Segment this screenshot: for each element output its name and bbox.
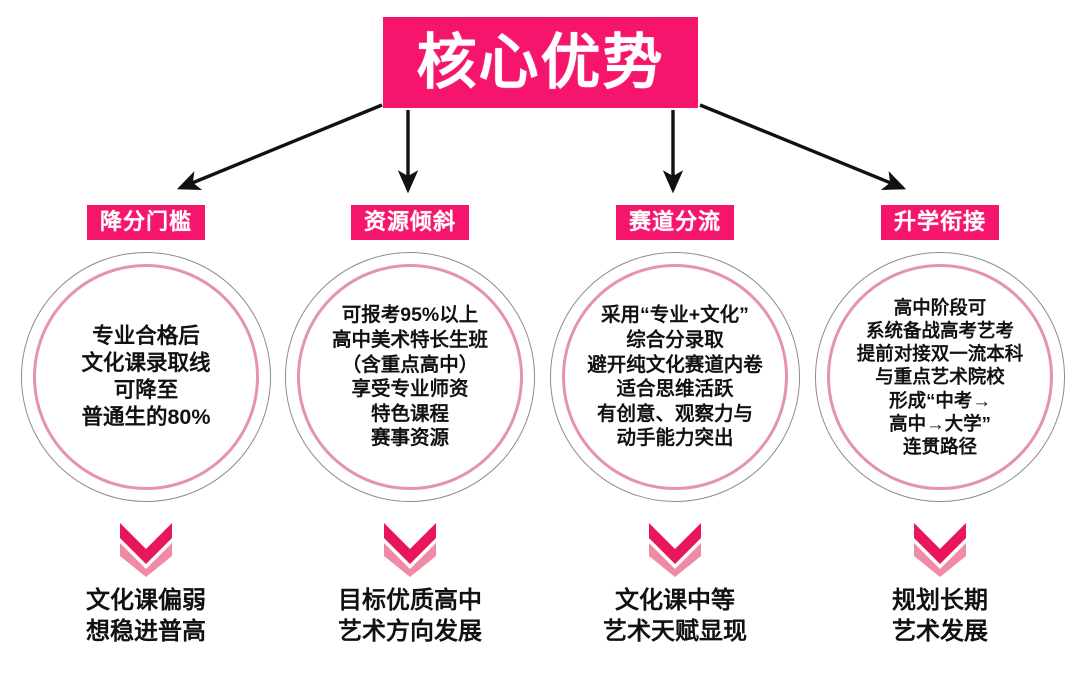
outcome-line: 艺术天赋显现 <box>603 618 747 646</box>
outcome-line: 文化课中等 <box>615 587 735 615</box>
circle-inner-ring-2 <box>297 264 523 491</box>
circle-line: 形成“中考→ <box>889 389 991 411</box>
circle-inner-ring-3 <box>562 264 788 491</box>
circle-text-4: 高中阶段可 系统备战高考艺考 提前对接双一流本科 与重点艺术院校 形成“中考→ … <box>821 252 1059 502</box>
circle-line: 综合分录取 <box>626 328 724 351</box>
circle-inner-ring-1 <box>33 264 259 491</box>
circle-line: 动手能力突出 <box>616 427 734 450</box>
double-chevron-down-icon <box>120 523 172 578</box>
branch-outcome-1: 文化课偏弱 想稳进普高 <box>86 585 206 647</box>
branch-label-2[interactable]: 资源倾斜 <box>350 205 469 241</box>
arrow-to-branch-4 <box>699 103 907 190</box>
circle-text-1: 专业合格后 文化课录取线 可降至 普通生的80% <box>27 252 265 502</box>
outcome-line: 目标优质高中 <box>338 587 482 615</box>
circle-line: 赛事资源 <box>370 427 449 450</box>
circle-line: 连贯路径 <box>902 436 977 458</box>
circle-text-2: 可报考95%以上 高中美术特长生班 （含重点高中） 享受专业师资 特色课程 赛事… <box>291 252 529 502</box>
branch-column-1: 降分门槛 专业合格后 文化课录取线 可降至 普通生的80% 文化课偏弱 想稳进普… <box>1 205 291 647</box>
arrow-to-branch-1 <box>176 103 383 190</box>
branch-label-4[interactable]: 升学衔接 <box>880 205 999 241</box>
branch-outcome-2: 目标优质高中 艺术方向发展 <box>338 585 482 647</box>
branch-outcome-3: 文化课中等 艺术天赋显现 <box>603 585 747 647</box>
circle-line: 文化课录取线 <box>81 351 211 376</box>
circle-line: 高中→大学” <box>889 413 991 435</box>
outcome-line: 规划长期 <box>892 587 988 615</box>
circle-line: 高中美术特长生班 <box>331 328 488 351</box>
circle-line: 普通生的80% <box>81 405 211 430</box>
circle-line: 特色课程 <box>370 402 449 425</box>
circle-line: 可报考95%以上 <box>341 304 479 327</box>
circle-line: 采用“专业+文化” <box>601 304 749 327</box>
circle-line: 享受专业师资 <box>351 378 469 401</box>
double-chevron-down-icon <box>649 523 701 578</box>
outcome-line: 想稳进普高 <box>86 618 206 646</box>
circle-line: 避开纯文化赛道内卷 <box>587 353 763 376</box>
branch-column-3: 赛道分流 采用“专业+文化” 综合分录取 避开纯文化赛道内卷 适合思维活跃 有创… <box>530 205 820 647</box>
circle-line: 高中阶段可 <box>893 296 987 318</box>
branch-circle-2: 可报考95%以上 高中美术特长生班 （含重点高中） 享受专业师资 特色课程 赛事… <box>285 252 535 503</box>
branch-outcome-4: 规划长期 艺术发展 <box>892 585 988 647</box>
page-title: 核心优势 <box>383 17 698 108</box>
double-chevron-down-icon <box>384 523 436 578</box>
circle-inner-ring-4 <box>827 264 1053 491</box>
circle-line: 有创意、观察力与 <box>596 402 753 425</box>
circle-line: 可降至 <box>113 378 179 403</box>
outcome-line: 艺术方向发展 <box>338 618 482 646</box>
circle-line: 与重点艺术院校 <box>875 366 1005 388</box>
branch-circle-4: 高中阶段可 系统备战高考艺考 提前对接双一流本科 与重点艺术院校 形成“中考→ … <box>815 252 1065 503</box>
circle-line: 适合思维活跃 <box>616 378 734 401</box>
circle-text-3: 采用“专业+文化” 综合分录取 避开纯文化赛道内卷 适合思维活跃 有创意、观察力… <box>556 252 794 502</box>
circle-line: 系统备战高考艺考 <box>865 319 1014 341</box>
branch-column-2: 资源倾斜 可报考95%以上 高中美术特长生班 （含重点高中） 享受专业师资 特色… <box>265 205 555 647</box>
outcome-line: 艺术发展 <box>892 618 988 646</box>
circle-line: （含重点高中） <box>341 353 479 376</box>
branch-circle-3: 采用“专业+文化” 综合分录取 避开纯文化赛道内卷 适合思维活跃 有创意、观察力… <box>550 252 800 503</box>
double-chevron-down-icon <box>914 523 966 578</box>
branch-label-3[interactable]: 赛道分流 <box>615 205 734 241</box>
branch-circle-1: 专业合格后 文化课录取线 可降至 普通生的80% <box>21 252 271 503</box>
page-title-text: 核心优势 <box>416 28 665 96</box>
circle-line: 专业合格后 <box>92 323 200 348</box>
branch-column-4: 升学衔接 高中阶段可 系统备战高考艺考 提前对接双一流本科 与重点艺术院校 形成… <box>795 205 1080 647</box>
branch-label-1[interactable]: 降分门槛 <box>86 205 205 241</box>
outcome-line: 文化课偏弱 <box>86 587 206 615</box>
circle-line: 提前对接双一流本科 <box>856 343 1024 365</box>
